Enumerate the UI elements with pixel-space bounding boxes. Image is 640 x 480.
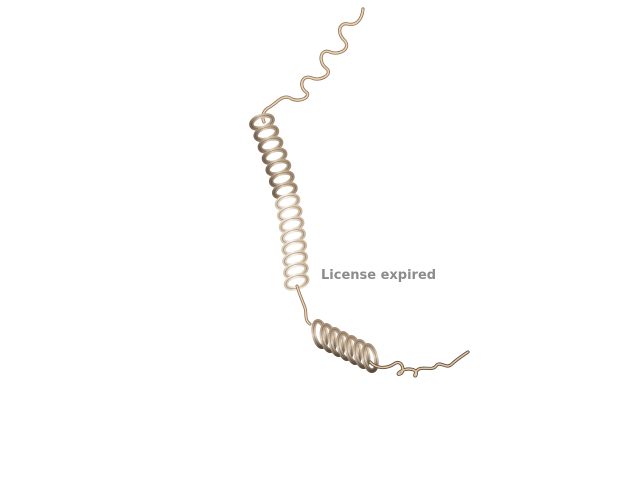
helix-2-turn [327,326,346,358]
helix-2-turn-outline [338,332,352,360]
helix-2-turn [319,322,338,354]
alpha-helix-2 [311,318,379,374]
helix-2-turn [361,342,379,374]
helix-2-turn [336,330,354,362]
helix-2-turn-outline [329,328,344,356]
alpha-helix-1 [249,113,310,291]
n-terminal-coil [261,7,365,124]
helix-2-turn-outline [363,344,377,372]
helix-2-turn-outline [313,320,327,348]
helix-2-turn-outline [321,324,336,352]
helix-2-turn [352,338,371,370]
c-terminal-coil [368,350,470,378]
helix-2-turn-outline [346,336,361,364]
helix-2-turn-outline [354,340,369,368]
helix-2-turn [344,334,363,366]
license-watermark: License expired [321,268,437,283]
helix-2-turn [311,318,329,350]
